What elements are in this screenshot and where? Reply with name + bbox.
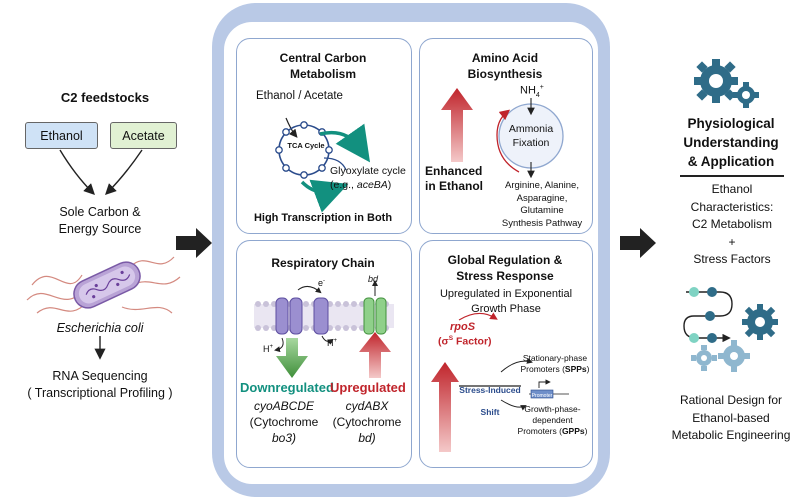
- electron-label: e-: [318, 278, 326, 288]
- spp-label: Stationary-phase Promoters (SPPs): [520, 353, 590, 374]
- metabolic-network-icon: [683, 287, 778, 372]
- acetate-box: Acetate: [110, 122, 177, 149]
- ecoli-icon: [26, 256, 181, 314]
- physiological-title: Physiological Understanding & Applicatio…: [683, 116, 779, 169]
- glyoxylate-text: Glyoxylate cycle (e.g., aceBA): [330, 165, 406, 191]
- hplus-left-label: H+: [263, 344, 274, 354]
- stress-induced-shift: Stress-Induced Shift: [459, 385, 521, 417]
- ammonia-fixation-label: Ammonia Fixation: [508, 123, 554, 149]
- amino-acid-products: Arginine, Alanine, Asparagine, Glutamine…: [501, 180, 583, 229]
- respiratory-chain-card: [236, 240, 412, 468]
- rna-seq-text: RNA Sequencing ( Transcriptional Profili…: [27, 369, 173, 400]
- arrow-left-to-panel: [176, 228, 212, 258]
- downregulated-label: Downregulated: [240, 380, 334, 395]
- central-carbon-title: Central Carbon Metabolism: [279, 51, 367, 81]
- gears-icon: [694, 59, 759, 108]
- cyo-gene-text: cyoABCDE (Cytochrome bo3): [249, 399, 319, 445]
- sole-carbon-text: Sole Carbon & Energy Source: [58, 205, 142, 236]
- rational-design-text: Rational Design for Ethanol-based Metabo…: [671, 393, 791, 442]
- cyd-gene-text: cydABX (Cytochrome bd): [332, 399, 402, 445]
- membrane-diagram: [254, 280, 394, 378]
- rpos-regulation-diagram: [431, 312, 569, 452]
- enhanced-in-ethanol-label: Enhanced in Ethanol: [425, 164, 483, 193]
- ammonia-fixation-diagram: [441, 88, 564, 179]
- gpp-label: Growth-phase- dependent Promoters (GPPs): [517, 404, 588, 436]
- nh4-label: NH4+: [520, 84, 544, 99]
- acetate-label: Acetate: [122, 128, 165, 143]
- amino-acid-title: Amino Acid Biosynthesis: [467, 51, 543, 81]
- global-regulation-title: Global Regulation & Stress Response: [447, 253, 563, 283]
- ethanol-characteristics: Ethanol Characteristics: C2 Metabolism +…: [690, 182, 774, 266]
- ethanol-label: Ethanol: [40, 128, 83, 143]
- sigma-factor-label: (σS Factor): [438, 335, 492, 348]
- respiratory-chain-title: Respiratory Chain: [271, 256, 375, 270]
- rpos-label: rpoS: [450, 321, 476, 333]
- exponential-phase-text: Upregulated in Exponential Growth Phase: [439, 288, 573, 315]
- high-transcription-label: High Transcription in Both: [253, 212, 393, 224]
- hplus-right-label: H+: [327, 338, 338, 348]
- promoter-label: Promoter: [531, 393, 553, 399]
- substrate-label: Ethanol / Acetate: [256, 90, 343, 102]
- tca-cycle-label: TCA Cycle: [287, 141, 325, 150]
- bd-label: bd: [368, 274, 379, 284]
- arrow-panel-to-right: [620, 228, 656, 258]
- ethanol-box: Ethanol: [25, 122, 98, 149]
- upregulated-label: Upregulated: [330, 380, 406, 395]
- tca-cycle-diagram: [275, 117, 371, 213]
- title-divider: [680, 175, 784, 177]
- organism-label: Escherichia coli: [56, 321, 144, 335]
- feedstocks-heading: C2 feedstocks: [60, 90, 150, 105]
